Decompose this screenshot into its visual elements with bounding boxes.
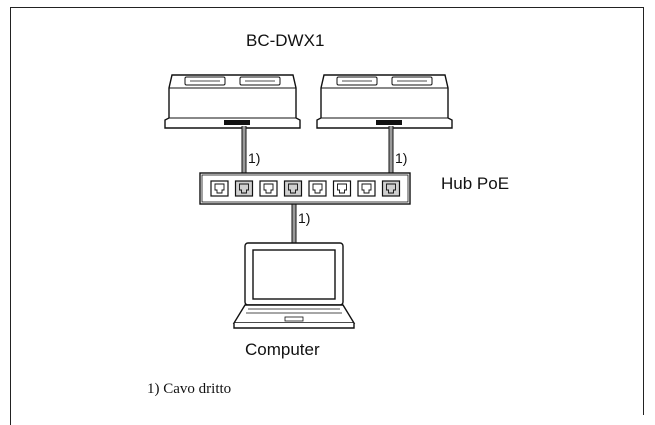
computer-label: Computer	[245, 340, 320, 359]
frame-top-border	[10, 7, 644, 8]
charger-left	[164, 74, 301, 129]
diagram-frame	[10, 0, 644, 425]
hub-port	[283, 180, 303, 197]
hub-port	[210, 180, 229, 197]
hub-label: Hub PoE	[441, 174, 510, 193]
frame-right-border	[643, 7, 644, 415]
cable-ref-left: 1)	[248, 150, 261, 166]
footnote: 1) Cavo dritto	[147, 381, 232, 397]
hub-port	[308, 180, 327, 197]
poe-hub	[199, 172, 411, 205]
cable-ref-computer: 1)	[298, 210, 311, 226]
cable-ref-right: 1)	[395, 150, 408, 166]
hub-port	[357, 180, 376, 197]
device-title: BC-DWX1	[246, 31, 325, 50]
hub-port	[259, 180, 278, 197]
laptop	[232, 242, 356, 329]
hub-port	[234, 180, 254, 197]
charger-right	[316, 74, 453, 129]
frame-left-border	[10, 7, 11, 425]
hub-port	[381, 180, 401, 197]
hub-port	[332, 180, 352, 197]
